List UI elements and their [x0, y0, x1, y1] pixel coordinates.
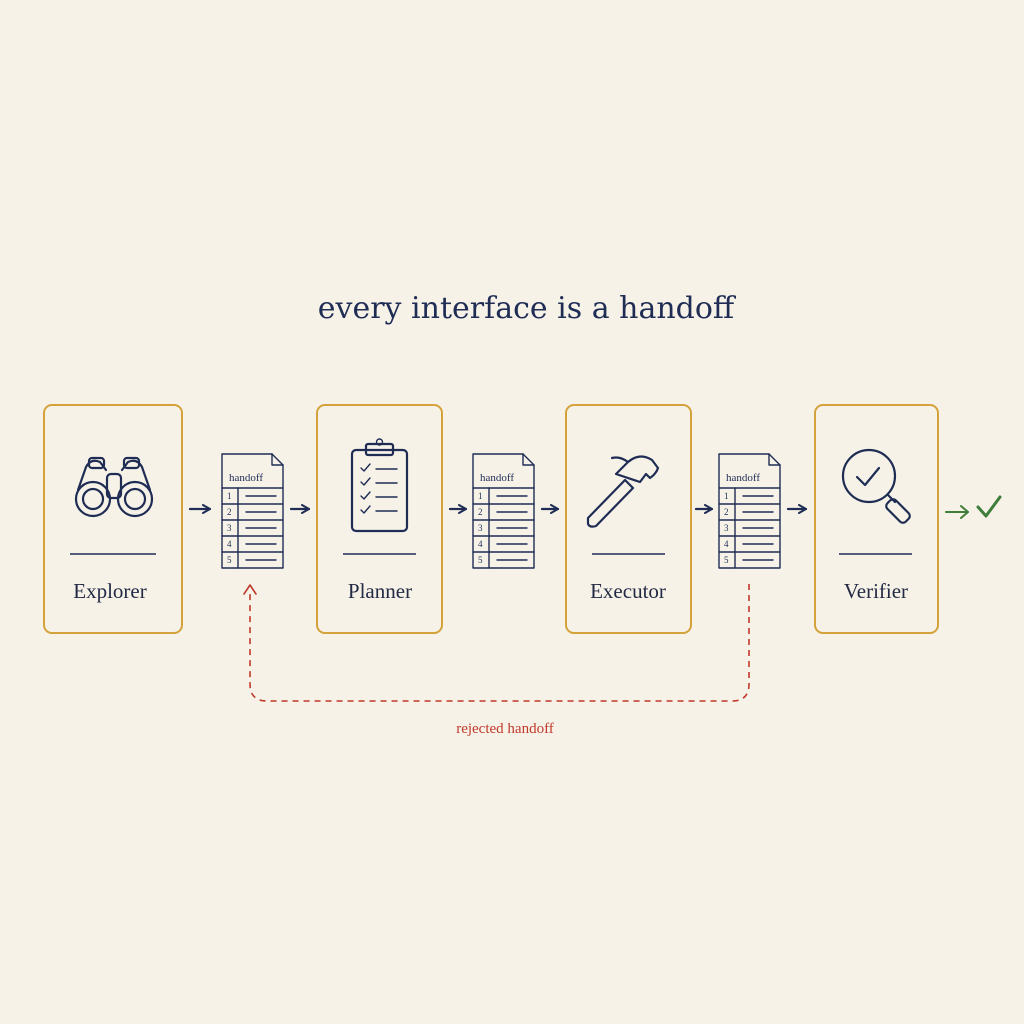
row-number: 1: [227, 491, 232, 501]
binoculars-icon: [74, 456, 154, 518]
page-title: every interface is a handoff: [318, 291, 737, 326]
success-arrow: [945, 505, 969, 519]
role-label-verifier: Verifier: [844, 579, 908, 603]
rejected-handoff-loop: [243, 584, 750, 702]
role-box-verifier: Verifier: [814, 404, 939, 634]
checkmark-icon: [976, 495, 1002, 518]
clipboard-checklist-icon: [350, 438, 409, 533]
row-number: 2: [227, 507, 232, 517]
handoff-doc-title: handoff: [229, 472, 263, 484]
rejected-handoff-label: rejected handoff: [456, 721, 554, 737]
row-number: 1: [478, 491, 483, 501]
row-number: 3: [227, 523, 232, 533]
role-box-explorer: Explorer: [43, 404, 183, 634]
row-number: 5: [724, 555, 729, 565]
handoff-doc-2: handoff 1 2 3 4 5: [472, 453, 535, 569]
handoff-doc-title: handoff: [726, 472, 760, 484]
handoff-doc-1: handoff 1 2 3 4 5: [221, 453, 284, 569]
role-label-planner: Planner: [348, 579, 412, 603]
row-number: 5: [227, 555, 232, 565]
handoff-doc-title: handoff: [480, 472, 514, 484]
hammer-icon: [586, 455, 660, 528]
row-number: 3: [478, 523, 483, 533]
row-number: 1: [724, 491, 729, 501]
role-box-executor: Executor: [565, 404, 692, 634]
row-number: 3: [724, 523, 729, 533]
row-number: 2: [724, 507, 729, 517]
role-label-explorer: Explorer: [73, 579, 146, 603]
role-label-executor: Executor: [590, 579, 666, 603]
handoff-doc-3: handoff 1 2 3 4 5: [718, 453, 781, 569]
row-number: 4: [227, 539, 232, 549]
row-number: 4: [724, 539, 729, 549]
row-number: 5: [478, 555, 483, 565]
magnifier-check-icon: [841, 448, 911, 524]
role-box-planner: Planner: [316, 404, 443, 634]
row-number: 2: [478, 507, 483, 517]
row-number: 4: [478, 539, 483, 549]
